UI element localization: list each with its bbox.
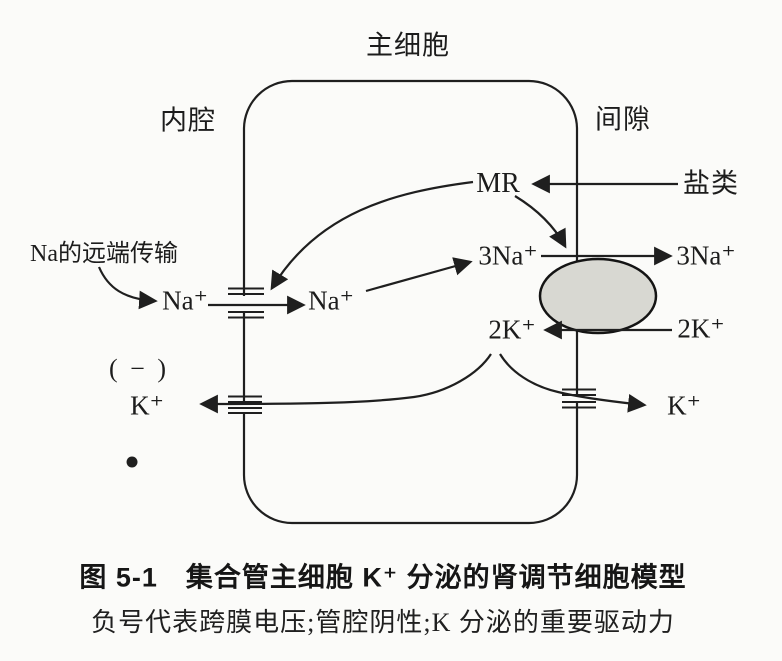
na-lumen-label: Na⁺: [162, 285, 208, 316]
voltage-sign: ( − ): [109, 354, 169, 383]
figure-caption-subtitle: 负号代表跨膜电压;管腔阴性;K 分泌的重要驱动力: [91, 608, 675, 637]
lumen-label: 内腔: [160, 105, 216, 136]
na-k-pump-ellipse: [538, 257, 658, 335]
distal-na-label: Na的远端传输: [30, 241, 178, 267]
na3-inside-label: 3Na⁺: [478, 240, 538, 271]
k-interstitium-label: K⁺: [667, 390, 701, 421]
figure-caption-title: 图 5-1 集合管主细胞 K⁺ 分泌的肾调节细胞模型: [79, 562, 687, 593]
salts-label: 盐类: [683, 168, 739, 199]
mr-receptor-label: MR: [476, 168, 520, 199]
membrane-gap-patches: [237, 296, 584, 412]
arrow-k-recycle-to-interstitium: [499, 353, 647, 413]
na-channel-left-icon: [228, 287, 264, 319]
k2-outside-label: 2K⁺: [677, 313, 725, 344]
arrow-mr-to-na-channel: [270, 180, 474, 291]
na-cell-label: Na⁺: [308, 285, 354, 316]
interstitium-label: 间隙: [595, 104, 651, 135]
dot-marker-icon: [126, 456, 138, 468]
arrow-na-to-pump: [365, 257, 473, 293]
arrow-k-secretion-to-lumen: [199, 353, 492, 414]
cell-title: 主细胞: [366, 30, 450, 61]
k-channel-left-icon: [228, 395, 262, 414]
k-lumen-label: K⁺: [130, 390, 164, 421]
na3-outside-label: 3Na⁺: [676, 240, 736, 271]
arrow-mr-to-pump: [514, 195, 567, 249]
k2-inside-label: 2K⁺: [488, 314, 536, 345]
cell-membrane: [242, 79, 579, 525]
arrow-distal-na: [97, 266, 158, 310]
